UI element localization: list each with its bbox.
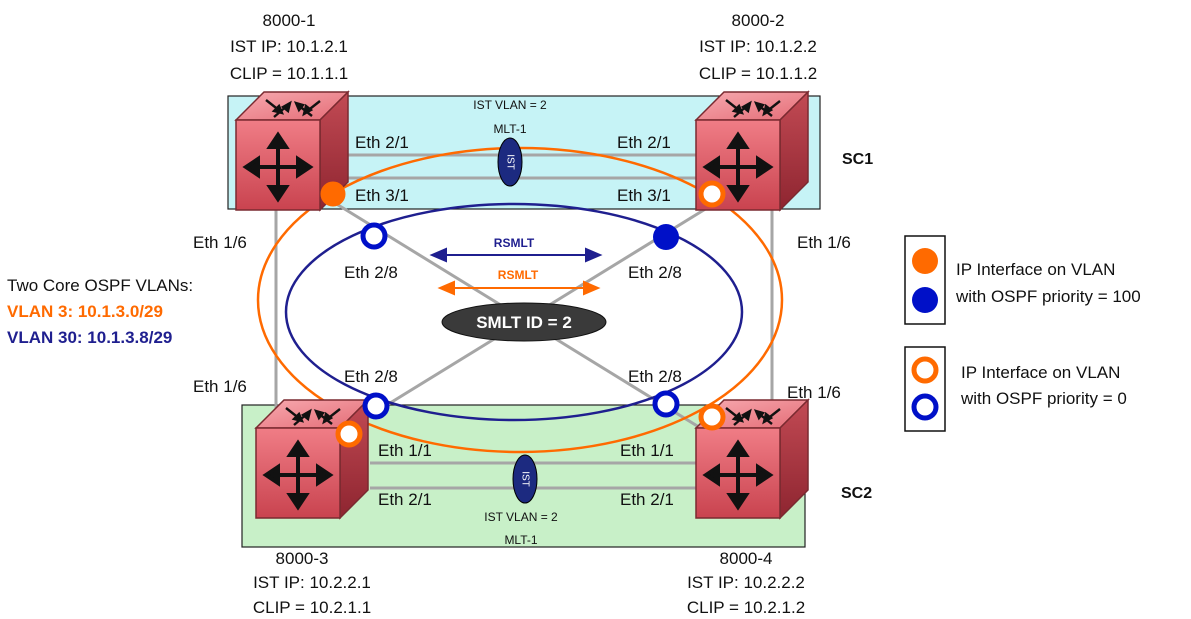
switch-8000-4-clip: CLIP = 10.2.1.2 (687, 598, 805, 617)
switch-8000-1-labels: 8000-1 IST IP: 10.1.2.1 CLIP = 10.1.1.1 (230, 11, 348, 83)
switch-8000-2-labels: 8000-2 IST IP: 10.1.2.2 CLIP = 10.1.1.2 (699, 11, 817, 83)
core-vlan30-label: VLAN 30: 10.1.3.8/29 (7, 328, 172, 347)
interface-s3-blue-hollow-circle-interface-icon (362, 392, 390, 420)
switch-8000-2-clip: CLIP = 10.1.1.2 (699, 64, 817, 83)
legend-orange-hollow-circle-interface-icon (911, 356, 939, 384)
port-label: Eth 1/1 (620, 441, 674, 460)
switch-8000-3-router-switch-icon (254, 398, 370, 520)
ist-oval-sc1: IST (497, 137, 523, 187)
smlt-id-label: SMLT ID = 2 (476, 313, 572, 332)
switch-8000-1-ist-ip: IST IP: 10.1.2.1 (230, 37, 348, 56)
ist-tag-sc2: IST (519, 471, 530, 487)
vlan30-ring (284, 202, 744, 422)
sc1-label: SC1 (842, 151, 873, 168)
sc1-mlt-label: MLT-1 (493, 122, 526, 136)
legend-filled-line2: with OSPF priority = 100 (955, 287, 1141, 306)
port-label: Eth 3/1 (355, 186, 409, 205)
legend-hollow-line2: with OSPF priority = 0 (960, 389, 1127, 408)
ist-tag-sc1: IST (504, 154, 515, 170)
interface-s1-blue-hollow-circle-interface-icon (360, 222, 388, 250)
core-vlans-title: Two Core OSPF VLANs: (7, 276, 193, 295)
sc2-ist-vlan-label: IST VLAN = 2 (484, 510, 558, 524)
rsmlt-orange-arrow (437, 280, 601, 296)
port-label: Eth 2/8 (344, 367, 398, 386)
interface-s1-orange-filled-circle-interface-icon (320, 181, 346, 207)
port-label: Eth 2/8 (344, 263, 398, 282)
rsmlt-blue-arrow (429, 247, 603, 263)
port-label: Eth 2/8 (628, 263, 682, 282)
port-label: Eth 2/8 (628, 367, 682, 386)
port-label: Eth 1/6 (787, 383, 841, 402)
interface-s4-blue-hollow-circle-interface-icon (652, 390, 680, 418)
legend-hollow-line1: IP Interface on VLAN (961, 363, 1120, 382)
legend-blue-hollow-circle-interface-icon (911, 393, 939, 421)
core-vlan3-label: VLAN 3: 10.1.3.0/29 (7, 302, 163, 321)
rsmlt-blue-label: RSMLT (494, 236, 535, 250)
switch-8000-3-labels: 8000-3 IST IP: 10.2.2.1 CLIP = 10.2.1.1 (253, 549, 371, 617)
legend-orange-filled-circle-interface-icon (912, 248, 938, 274)
legend-priority-0: IP Interface on VLAN with OSPF priority … (904, 346, 1127, 432)
switch-8000-2-ist-ip: IST IP: 10.1.2.2 (699, 37, 817, 56)
switch-8000-2-name: 8000-2 (732, 11, 785, 30)
interface-s2-blue-filled-circle-interface-icon (653, 224, 679, 250)
ist-oval-sc2: IST (512, 454, 538, 504)
sc2-mlt-label: MLT-1 (504, 533, 537, 547)
port-label: Eth 1/1 (378, 441, 432, 460)
switch-8000-1-clip: CLIP = 10.1.1.1 (230, 64, 348, 83)
port-labels: Eth 2/1 Eth 2/1 Eth 3/1 Eth 3/1 Eth 1/6 … (193, 133, 851, 509)
legend-blue-filled-circle-interface-icon (912, 287, 938, 313)
port-label: Eth 2/1 (620, 490, 674, 509)
switch-8000-1-name: 8000-1 (263, 11, 316, 30)
smlt-id-oval (441, 302, 607, 342)
port-label: Eth 1/6 (193, 377, 247, 396)
port-label: Eth 2/1 (355, 133, 409, 152)
rsmlt-orange-label: RSMLT (498, 268, 539, 282)
switch-8000-3-clip: CLIP = 10.2.1.1 (253, 598, 371, 617)
port-label: Eth 1/6 (797, 233, 851, 252)
sc1-ist-vlan-label: IST VLAN = 2 (473, 98, 547, 112)
switch-8000-4-labels: 8000-4 IST IP: 10.2.2.2 CLIP = 10.2.1.2 (687, 549, 805, 617)
interface-s3-orange-hollow-circle-interface-icon (335, 420, 363, 448)
legend-priority-100: IP Interface on VLAN with OSPF priority … (904, 235, 1141, 325)
sc2-label: SC2 (841, 485, 872, 502)
switch-8000-4-ist-ip: IST IP: 10.2.2.2 (687, 573, 805, 592)
switch-8000-4-name: 8000-4 (720, 549, 773, 568)
interface-s4-orange-hollow-circle-interface-icon (698, 403, 726, 431)
port-label: Eth 1/6 (193, 233, 247, 252)
port-label: Eth 2/1 (378, 490, 432, 509)
switch-8000-3-name: 8000-3 (276, 549, 329, 568)
switch-8000-3-ist-ip: IST IP: 10.2.2.1 (253, 573, 371, 592)
port-label: Eth 2/1 (617, 133, 671, 152)
port-label: Eth 3/1 (617, 186, 671, 205)
interface-s2-orange-hollow-circle-interface-icon (698, 180, 726, 208)
legend-filled-line1: IP Interface on VLAN (956, 260, 1115, 279)
